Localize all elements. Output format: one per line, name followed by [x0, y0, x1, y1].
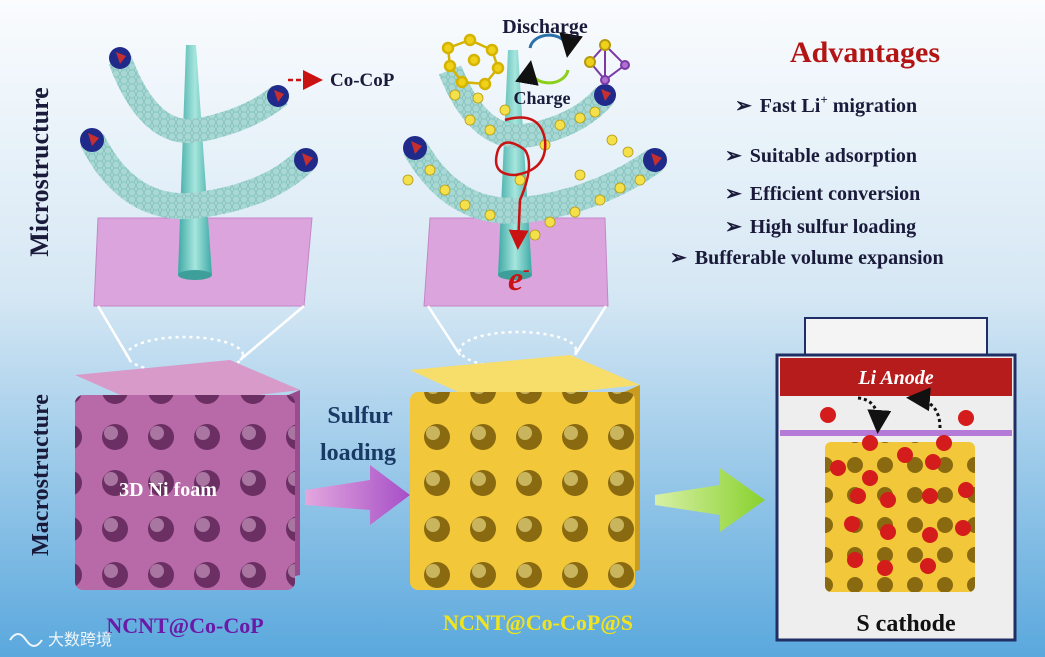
- s-cathode-label: S cathode: [856, 611, 956, 637]
- advantage-item-3: ➢Efficient conversion: [725, 183, 920, 205]
- co-cop-label: Co-CoP: [330, 70, 395, 91]
- ni-foam-label: 3D Ni foam: [119, 479, 217, 501]
- separator: [780, 430, 1012, 436]
- ncnt-cocop-label: NCNT@Co-CoP: [106, 613, 263, 638]
- li-anode-label: Li Anode: [857, 367, 933, 389]
- discharge-label: Discharge: [502, 16, 588, 38]
- advantage-item-2: ➢Suitable adsorption: [725, 145, 917, 167]
- watermark-text: 大数跨境: [48, 630, 112, 649]
- sulfur-label: Sulfur: [327, 403, 393, 429]
- microstructure-label: Microstructure: [25, 87, 54, 256]
- macrostructure-label: Macrostructure: [28, 394, 54, 556]
- charge-label: Charge: [514, 88, 571, 108]
- advantage-item-5: ➢Bufferable volume expansion: [670, 247, 944, 269]
- battery-cell: Li Anode S cathode: [777, 318, 1015, 640]
- loading-label: loading: [320, 440, 396, 466]
- advantages-title: Advantages: [790, 36, 940, 69]
- advantage-item-4: ➢High sulfur loading: [725, 216, 916, 238]
- ncnt-cocop-s-label: NCNT@Co-CoP@S: [443, 610, 633, 635]
